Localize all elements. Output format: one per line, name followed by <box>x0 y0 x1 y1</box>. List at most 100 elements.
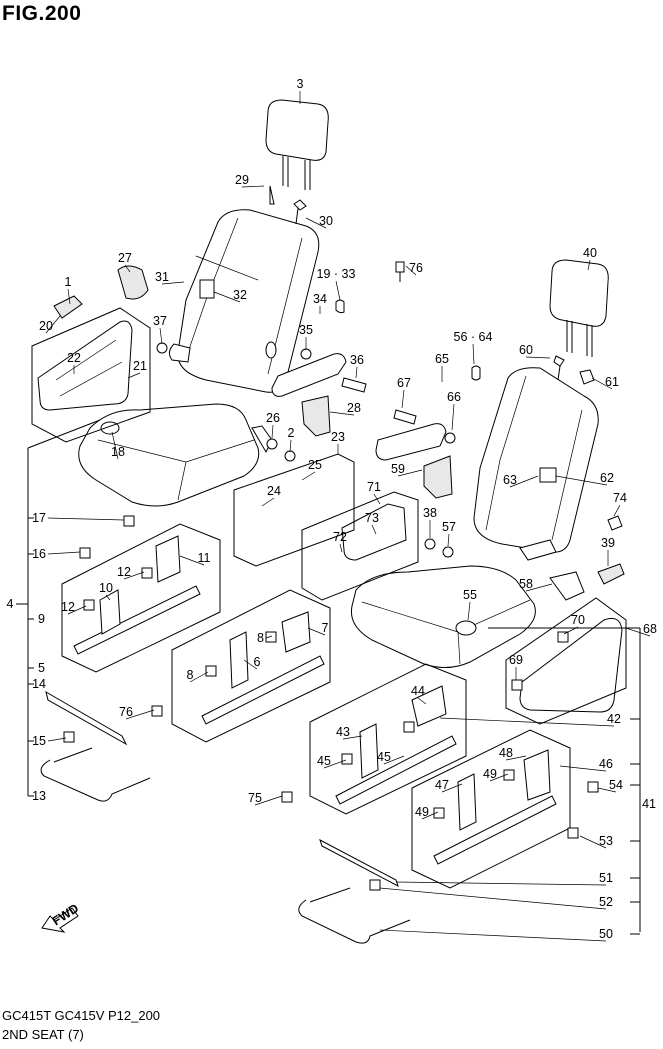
callout-label: 7 <box>322 621 329 635</box>
callout-label: 24 <box>267 484 281 498</box>
leader-line <box>342 735 363 740</box>
callout-label: 20 <box>39 319 53 333</box>
callout-label: 41 <box>642 797 656 811</box>
sub-assembly-boxes <box>31 307 627 889</box>
leader-line <box>525 583 553 592</box>
seat-cushion-left <box>78 403 273 507</box>
leader-line <box>555 475 608 486</box>
leader-line <box>105 594 111 601</box>
leader-line <box>123 571 145 580</box>
callout-label: 67 <box>397 376 411 390</box>
leader-line <box>447 533 450 547</box>
callout-label: 8 <box>257 631 264 645</box>
callout-label: 30 <box>319 214 333 228</box>
callout-label: 12 <box>61 600 75 614</box>
leader-line <box>579 835 607 849</box>
leader-line <box>45 315 61 334</box>
leader-line <box>125 709 155 720</box>
callout-label: 26 <box>266 411 280 425</box>
callout-label: 44 <box>411 684 425 698</box>
callout-label: 16 <box>32 547 46 561</box>
leader-line <box>241 185 265 188</box>
callout-label: 27 <box>118 251 132 265</box>
leader-line <box>47 551 81 555</box>
leader-line <box>189 671 209 683</box>
leader-line <box>397 469 423 477</box>
seat-cushion-right <box>350 565 536 668</box>
callout-label: 37 <box>153 314 167 328</box>
callout-label: 45 <box>377 750 391 764</box>
callout-label: 57 <box>442 520 456 534</box>
callout-label: 31 <box>155 270 169 284</box>
seat-tracks <box>73 535 557 865</box>
leader-line <box>525 356 551 359</box>
callout-label: 17 <box>32 511 46 525</box>
callout-label: 22 <box>67 351 81 365</box>
leader-line <box>451 403 455 431</box>
headrest-left <box>265 99 329 190</box>
callout-label: 45 <box>317 754 331 768</box>
callout-label: 39 <box>601 536 615 550</box>
leader-line <box>417 697 427 705</box>
seatback-left <box>168 209 320 393</box>
callout-label: 71 <box>367 480 381 494</box>
leader-line <box>213 291 241 303</box>
callout-label: 50 <box>599 927 613 941</box>
leader-line <box>591 377 613 390</box>
leader-line <box>472 343 475 365</box>
callout-label: 10 <box>99 581 113 595</box>
leader-line <box>111 431 119 460</box>
leader-line <box>335 280 341 301</box>
callout-label: 54 <box>609 778 623 792</box>
leader-line <box>563 626 579 635</box>
callout-label: 18 <box>111 445 125 459</box>
callout-label: 21 <box>133 359 147 373</box>
leader-line <box>47 737 67 742</box>
leader-line <box>371 524 377 535</box>
leader-line <box>271 424 274 439</box>
callout-label: 3 <box>297 77 304 91</box>
callout-label: 52 <box>599 895 613 909</box>
leader-line <box>379 887 607 910</box>
leader-line <box>127 372 141 379</box>
leader-line <box>383 755 405 765</box>
callout-label: 42 <box>607 712 621 726</box>
leader-line <box>625 627 651 637</box>
callout-label: 1 <box>65 275 72 289</box>
callout-label: 19 · 33 <box>317 267 356 281</box>
leader-line <box>339 543 343 553</box>
callout-label: 40 <box>583 246 597 260</box>
callout-label: 49 <box>483 767 497 781</box>
callout-label: 66 <box>447 390 461 404</box>
callout-label: 48 <box>499 746 513 760</box>
callout-label: 61 <box>605 375 619 389</box>
callout-label: 70 <box>571 613 585 627</box>
callout-label: 68 <box>643 622 657 636</box>
small-parts-right <box>341 355 625 713</box>
callout-label: 60 <box>519 343 533 357</box>
leader-line <box>67 288 71 305</box>
callout-label: 73 <box>365 511 379 525</box>
leader-line <box>265 635 273 639</box>
leader-line <box>289 439 292 453</box>
callout-label: 23 <box>331 430 345 444</box>
fwd-arrow-icon: FWD <box>41 901 81 933</box>
leader-line <box>67 605 87 615</box>
leader-line <box>254 795 283 806</box>
bars-and-rods <box>40 515 599 944</box>
callout-label: 65 <box>435 352 449 366</box>
leader-line <box>405 265 417 276</box>
leader-line <box>509 475 539 488</box>
callout-label: 59 <box>391 462 405 476</box>
leader-line <box>323 759 347 769</box>
callout-label: 4 <box>7 597 14 611</box>
leader-line <box>301 471 316 481</box>
leader-line <box>373 493 381 505</box>
leader-line <box>307 627 326 636</box>
leader-line <box>329 411 355 416</box>
seatback-right <box>473 367 599 561</box>
grouping-lines <box>27 419 641 932</box>
callout-label: 32 <box>233 288 247 302</box>
callout-label: 29 <box>235 173 249 187</box>
callout-label: 75 <box>248 791 262 805</box>
